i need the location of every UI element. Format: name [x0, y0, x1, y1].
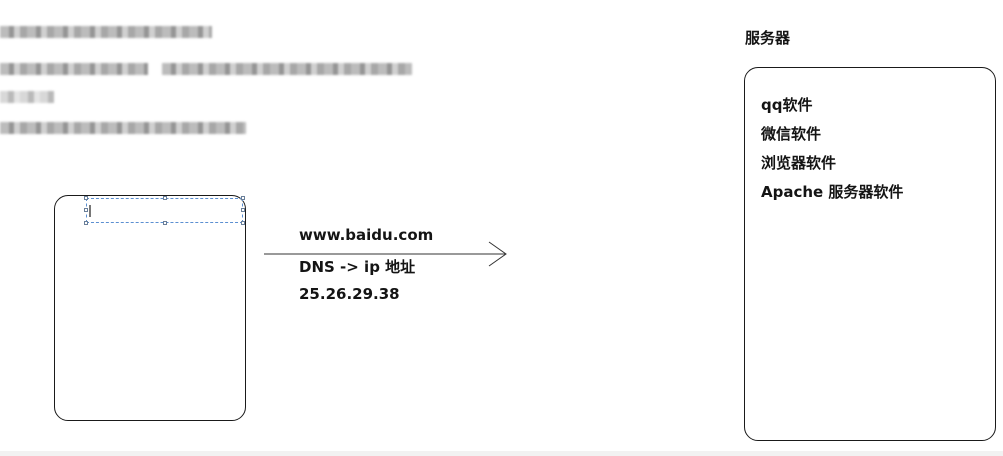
resize-handle-top-middle[interactable] — [163, 196, 167, 200]
resize-handle-bottom-left[interactable] — [84, 221, 88, 225]
selected-textbox[interactable] — [86, 198, 243, 223]
server-item-qq: qq软件 — [761, 96, 813, 114]
resize-handle-bottom-right[interactable] — [241, 221, 245, 225]
server-title: 服务器 — [745, 29, 791, 47]
obscured-text-line-3 — [162, 63, 412, 75]
server-box[interactable] — [744, 67, 996, 441]
request-url: www.baidu.com — [299, 226, 434, 244]
obscured-text-line-2 — [0, 63, 148, 75]
ip-address: 25.26.29.38 — [299, 285, 400, 303]
server-item-wechat: 微信软件 — [761, 125, 822, 143]
server-item-browser: 浏览器软件 — [761, 154, 837, 172]
resize-handle-top-left[interactable] — [84, 196, 88, 200]
resize-handle-middle-left[interactable] — [84, 208, 88, 212]
client-box[interactable] — [54, 195, 246, 421]
obscured-text-line-4 — [0, 91, 54, 103]
obscured-text-line-5 — [0, 122, 246, 134]
request-arrow-icon — [264, 241, 507, 267]
text-cursor-icon — [89, 205, 91, 217]
resize-handle-top-right[interactable] — [241, 196, 245, 200]
resize-handle-bottom-middle[interactable] — [163, 221, 167, 225]
dns-label: DNS -> ip 地址 — [299, 258, 416, 276]
resize-handle-middle-right[interactable] — [241, 208, 245, 212]
obscured-text-line-1 — [0, 26, 212, 38]
bottom-divider — [0, 451, 1003, 456]
server-item-apache: Apache 服务器软件 — [761, 183, 904, 201]
